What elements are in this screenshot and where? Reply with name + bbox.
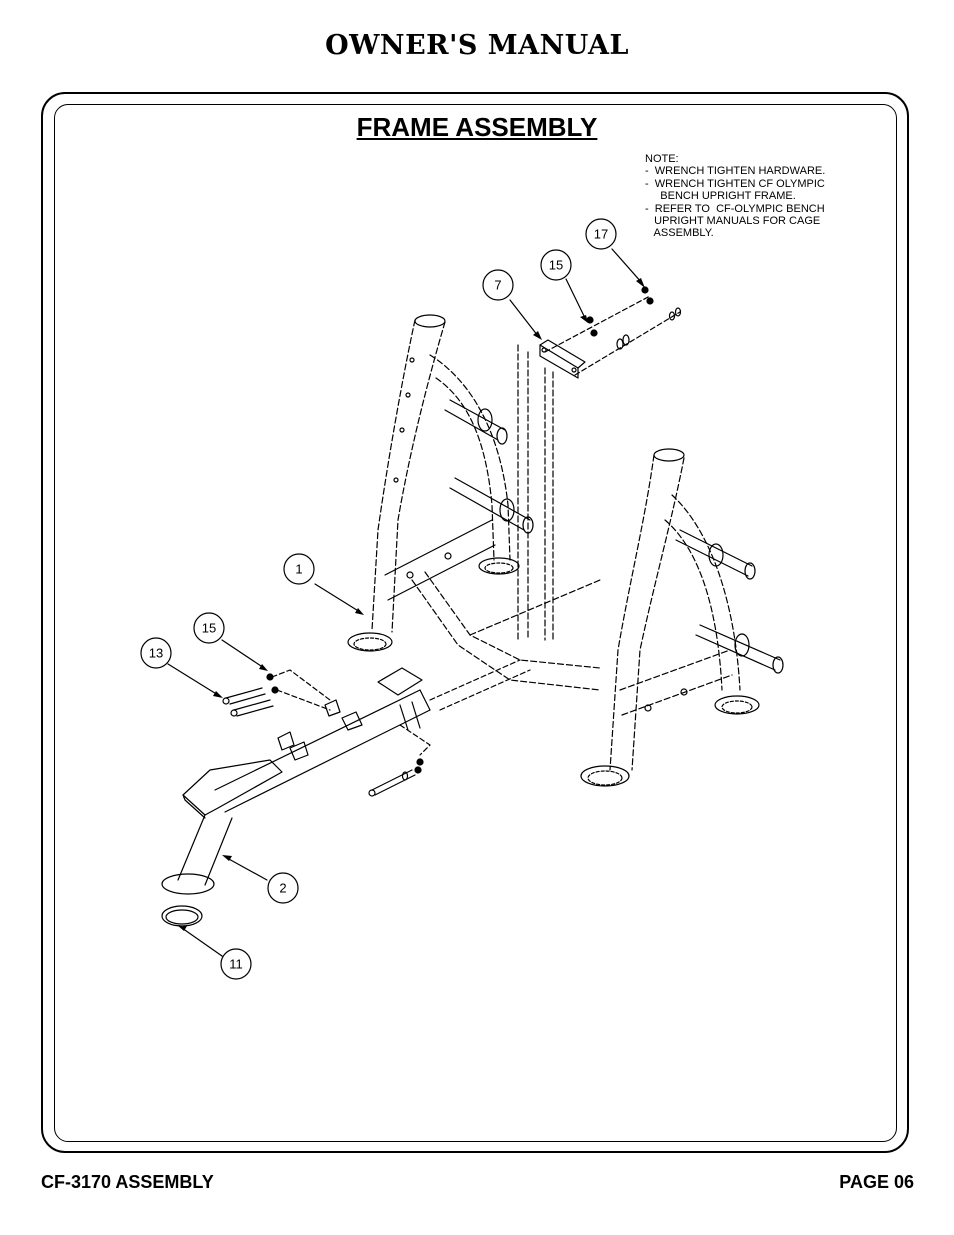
callout-11: 11	[229, 957, 243, 972]
bench-beam	[161, 659, 531, 927]
callout-15-left: 15	[202, 621, 216, 636]
note-line: UPRIGHT MANUALS FOR CAGE	[645, 215, 821, 228]
note-line: ASSEMBLY.	[645, 227, 714, 240]
callout-15-top: 15	[549, 258, 563, 273]
footer-page-number: PAGE 06	[839, 1172, 914, 1192]
note-line: BENCH UPRIGHT FRAME.	[645, 190, 796, 203]
top-hardware	[544, 286, 682, 376]
callout-1: 1	[295, 562, 302, 577]
callout-circles	[140, 218, 617, 980]
rear-post	[517, 344, 554, 641]
note-line: NOTE:	[645, 153, 679, 165]
note-line: - WRENCH TIGHTEN HARDWARE.	[645, 165, 826, 178]
callout-7: 7	[494, 278, 501, 293]
left-upright-frame	[347, 314, 534, 652]
lower-hardware	[222, 669, 431, 797]
outer-border	[41, 92, 909, 1153]
leader-arrowheads	[177, 278, 645, 931]
leader-lines	[167, 248, 643, 957]
assembly-note: NOTE: - WRENCH TIGHTEN HARDWARE. - WRENC…	[645, 153, 865, 240]
callout-13: 13	[149, 646, 163, 661]
callout-17: 17	[594, 227, 608, 242]
note-line: - REFER TO CF-OLYMPIC BENCH	[645, 202, 825, 215]
section-title: FRAME ASSEMBLY	[356, 112, 598, 142]
right-upright-frame	[580, 448, 784, 787]
top-bracket	[539, 339, 586, 379]
manual-title: OWNER'S MANUAL	[325, 30, 629, 61]
callout-2: 2	[279, 881, 286, 896]
rear-cross-frame	[411, 571, 601, 691]
footer-model: CF-3170 ASSEMBLY	[41, 1172, 214, 1192]
note-line: - WRENCH TIGHTEN CF OLYMPIC	[645, 177, 825, 190]
inner-border	[54, 104, 897, 1142]
